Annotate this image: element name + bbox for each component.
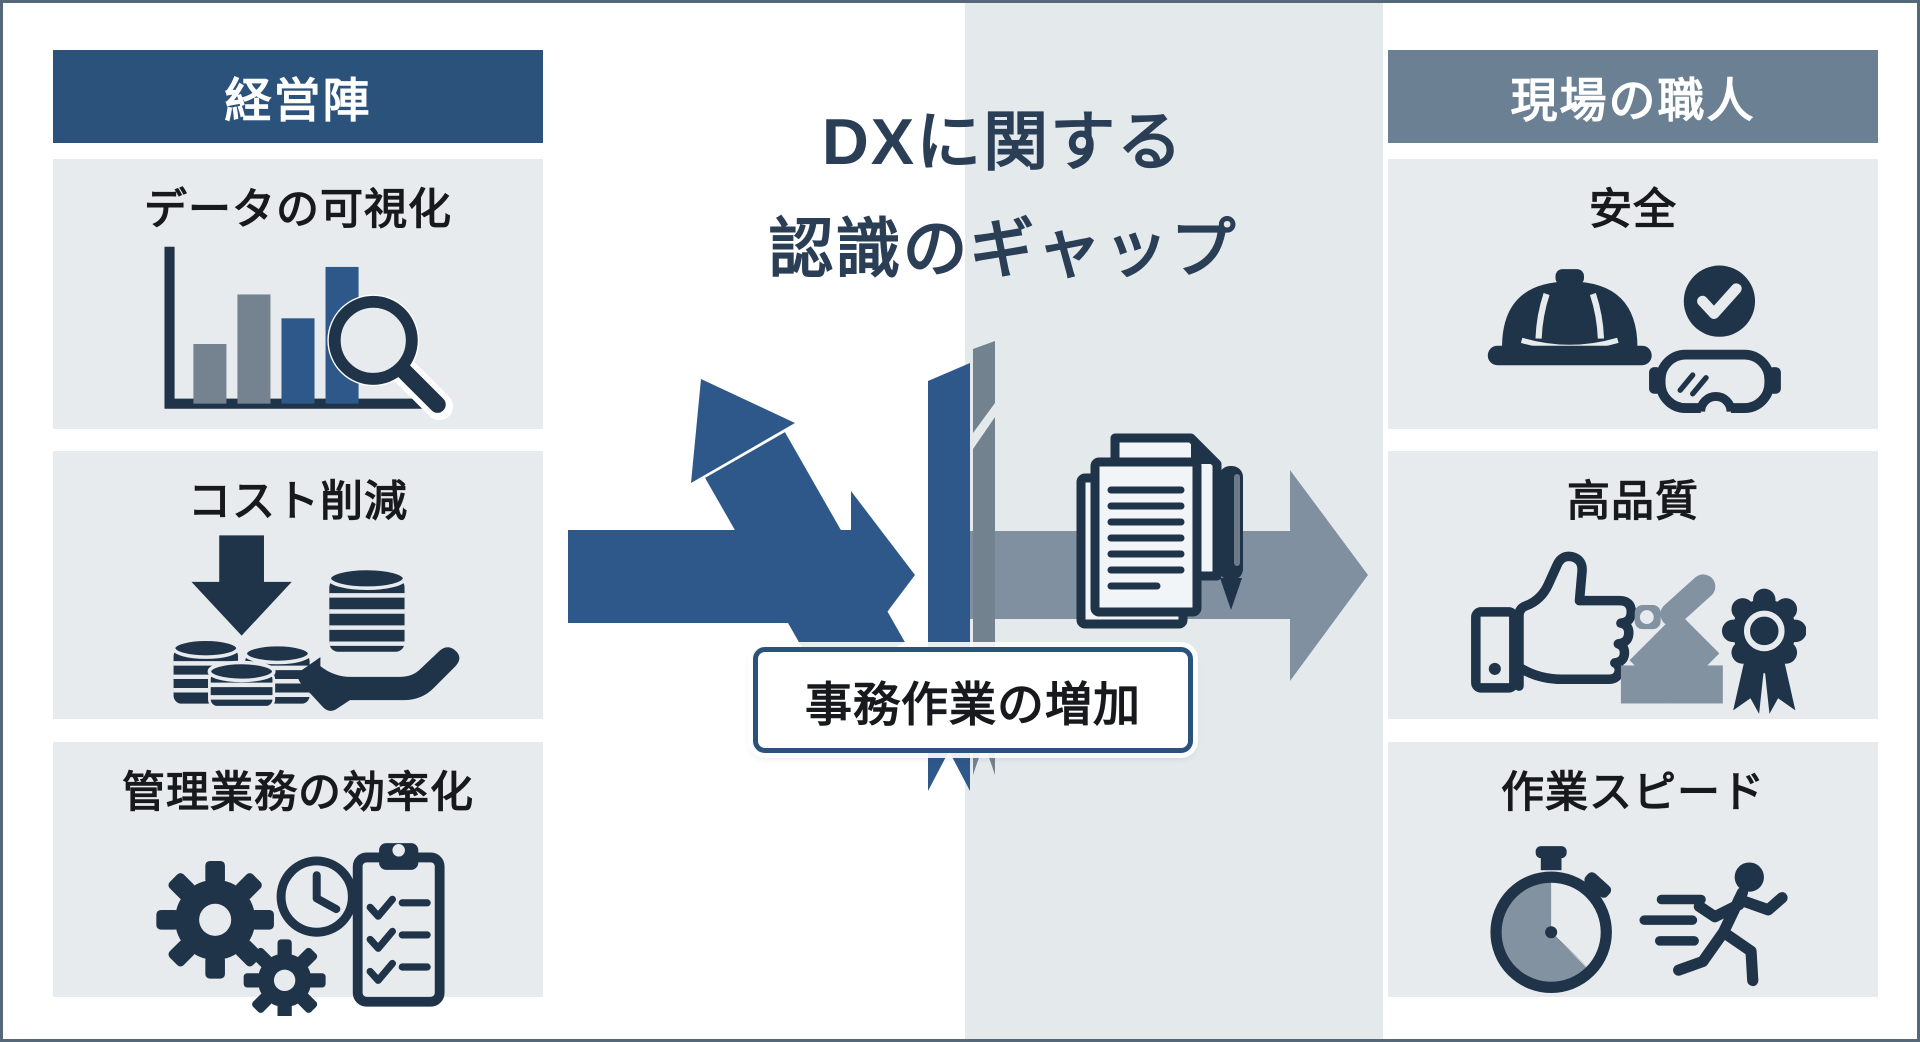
down-arrow-coins-hand-icon: [132, 529, 464, 719]
magnifier-icon: [327, 294, 454, 421]
right-item-quality: 高品質: [1388, 451, 1878, 719]
helmet-check-goggles-icon: [1468, 237, 1798, 433]
right-panel-header: 現場の職人: [1388, 50, 1878, 143]
right-panel-header-label: 現場の職人: [1510, 74, 1756, 127]
left-item-1-label: データの可視化: [144, 186, 452, 234]
left-panel-header-label: 経営陣: [224, 74, 372, 127]
stopwatch-icon: [1490, 846, 1612, 993]
thumbs-up-icon: [1471, 551, 1637, 693]
deflected-arrow-icon: [568, 379, 915, 688]
right-item-safety: 安全: [1388, 159, 1878, 429]
down-arrow-icon: [191, 535, 292, 636]
coin-stacks-icon: [171, 637, 312, 709]
thumbs-up-trowel-award-icon: [1460, 529, 1806, 719]
gears-clock-checklist-icon: [133, 820, 463, 1016]
award-ribbon-icon: [1721, 588, 1806, 714]
hand-coins-icon: [298, 566, 460, 711]
hard-hat-icon: [1487, 269, 1652, 366]
barrier-label: 事務作業の増加: [753, 647, 1193, 753]
documents-pen-icon: [1076, 433, 1243, 629]
diagram-title: DXに関する 認識のギャップ: [613, 88, 1393, 303]
left-item-cost-reduction: コスト削減: [53, 451, 543, 719]
safety-goggles-icon: [1649, 349, 1781, 427]
left-item-2-label: コスト削減: [188, 478, 408, 526]
right-item-2-label: 高品質: [1567, 478, 1699, 526]
clock-icon: [276, 856, 357, 937]
left-item-3-label: 管理業務の効率化: [122, 769, 474, 817]
pen-icon: [1219, 466, 1243, 610]
check-circle-icon: [1683, 265, 1756, 337]
stopwatch-runner-icon: [1465, 820, 1801, 1010]
left-panel-header: 経営陣: [53, 50, 543, 143]
diagram-title-line1: DXに関する: [821, 105, 1185, 178]
right-item-1-label: 安全: [1589, 186, 1677, 234]
trowel-icon: [1620, 574, 1723, 704]
running-person-icon: [1639, 862, 1788, 987]
bar-chart-magnifier-icon: [142, 237, 454, 429]
barrier-label-text: 事務作業の増加: [805, 677, 1141, 731]
right-item-work-speed: 作業スピード: [1388, 742, 1878, 997]
checklist-clipboard-icon: [352, 843, 445, 1007]
left-item-data-visualization: データの可視化: [53, 159, 543, 429]
diagram-title-line2: 認識のギャップ: [768, 212, 1238, 286]
gear-small-icon: [243, 939, 326, 1016]
left-item-admin-efficiency: 管理業務の効率化: [53, 742, 543, 1016]
right-item-3-label: 作業スピード: [1501, 769, 1765, 817]
